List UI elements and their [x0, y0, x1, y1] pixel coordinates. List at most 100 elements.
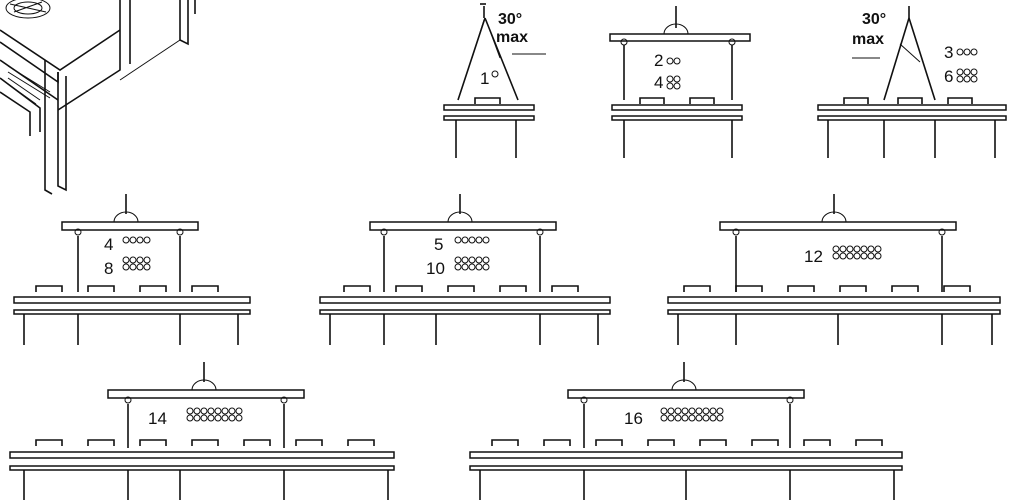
fan-housing — [683, 285, 711, 292]
panel-6: 12 — [667, 194, 1001, 345]
fan-dot — [716, 407, 724, 415]
fan-housing — [243, 439, 271, 446]
fan-housing — [191, 439, 219, 446]
fan-dot — [228, 414, 236, 422]
fan-dot — [461, 236, 469, 244]
fan-dot — [468, 236, 476, 244]
fan-housing — [647, 439, 675, 446]
fan-dot — [867, 245, 875, 253]
fan-dot — [839, 245, 847, 253]
fan-dot — [860, 252, 868, 260]
fan-dot — [129, 256, 137, 264]
fan-dot — [709, 414, 717, 422]
angle-label-left: 30° — [498, 11, 522, 28]
fan-dot — [846, 245, 854, 253]
fan-housing — [499, 285, 527, 292]
fan-housing — [595, 439, 623, 446]
fan-dot — [136, 263, 144, 271]
panel-2-count-b: 4 — [654, 73, 663, 92]
panel-8-count: 16 — [624, 409, 643, 428]
fan-dot — [695, 414, 703, 422]
fan-housing — [735, 285, 763, 292]
panel-3-count-a: 3 — [944, 43, 953, 62]
fan-dot — [143, 236, 151, 244]
fan-housing — [891, 285, 919, 292]
fan-dot — [475, 263, 483, 271]
fan-dot — [832, 252, 840, 260]
fan-dot — [129, 263, 137, 271]
fan-dot — [235, 414, 243, 422]
panel-2: 2 4 — [609, 6, 751, 158]
fan-housing — [191, 285, 219, 292]
fan-housing — [347, 439, 375, 446]
fan-dot — [221, 407, 229, 415]
fan-dot — [853, 252, 861, 260]
fan-dot — [688, 407, 696, 415]
fan-dot — [193, 414, 201, 422]
fan-housing — [839, 285, 867, 292]
fan-dot — [688, 414, 696, 422]
fan-housing — [395, 285, 423, 292]
fan-dot — [122, 236, 130, 244]
fan-dot — [235, 407, 243, 415]
fan-dot — [846, 252, 854, 260]
fan-dot — [200, 414, 208, 422]
fan-dot — [207, 407, 215, 415]
panel-5: 5 10 — [319, 194, 611, 345]
fan-dot — [482, 236, 490, 244]
isometric-unit-illustration — [0, 0, 196, 195]
panel-1-count: 1 — [480, 69, 489, 88]
panel-6-count: 12 — [804, 247, 823, 266]
fan-dot — [667, 414, 675, 422]
fan-dot — [482, 256, 490, 264]
fan-dot — [874, 252, 882, 260]
fan-dot — [468, 256, 476, 264]
max-label-right: max — [852, 31, 884, 48]
fan-dot — [454, 263, 462, 271]
fan-housing — [447, 285, 475, 292]
fan-dot — [200, 407, 208, 415]
fan-dot — [475, 236, 483, 244]
fan-dot — [667, 407, 675, 415]
fan-housing — [87, 285, 115, 292]
fan-dot — [136, 256, 144, 264]
fan-dot — [221, 414, 229, 422]
fan-housing — [787, 285, 815, 292]
panel-7: 14 — [9, 362, 395, 500]
fan-dot — [702, 414, 710, 422]
fan-housing — [295, 439, 323, 446]
panel-4-count-a: 4 — [104, 235, 113, 254]
fan-dot — [702, 407, 710, 415]
fan-dot — [482, 263, 490, 271]
fan-dot — [695, 407, 703, 415]
fan-housing — [87, 439, 115, 446]
fan-dot — [143, 256, 151, 264]
fan-dot — [186, 407, 194, 415]
max-label-left: max — [496, 29, 528, 46]
fan-dot — [475, 256, 483, 264]
fan-dot — [122, 263, 130, 271]
fan-dot — [228, 407, 236, 415]
fan-dot — [122, 256, 130, 264]
fan-dot — [207, 414, 215, 422]
fan-dot — [461, 256, 469, 264]
fan-dot — [860, 245, 868, 253]
fan-dot — [709, 407, 717, 415]
fan-dot — [468, 263, 476, 271]
fan-dot — [853, 245, 861, 253]
fan-dot — [839, 252, 847, 260]
fan-housing — [35, 285, 63, 292]
fan-dot — [129, 236, 137, 244]
fan-housing — [139, 285, 167, 292]
fan-dot — [214, 414, 222, 422]
fan-dot — [143, 263, 151, 271]
fan-dot — [660, 414, 668, 422]
angle-label-right: 30° — [862, 11, 886, 28]
fan-dot — [214, 407, 222, 415]
fan-dot — [681, 407, 689, 415]
fan-housing — [343, 285, 371, 292]
panel-7-count: 14 — [148, 409, 167, 428]
fan-dot — [867, 252, 875, 260]
panel-3: 30° max 3 6 — [817, 6, 1007, 158]
fan-dot — [193, 407, 201, 415]
